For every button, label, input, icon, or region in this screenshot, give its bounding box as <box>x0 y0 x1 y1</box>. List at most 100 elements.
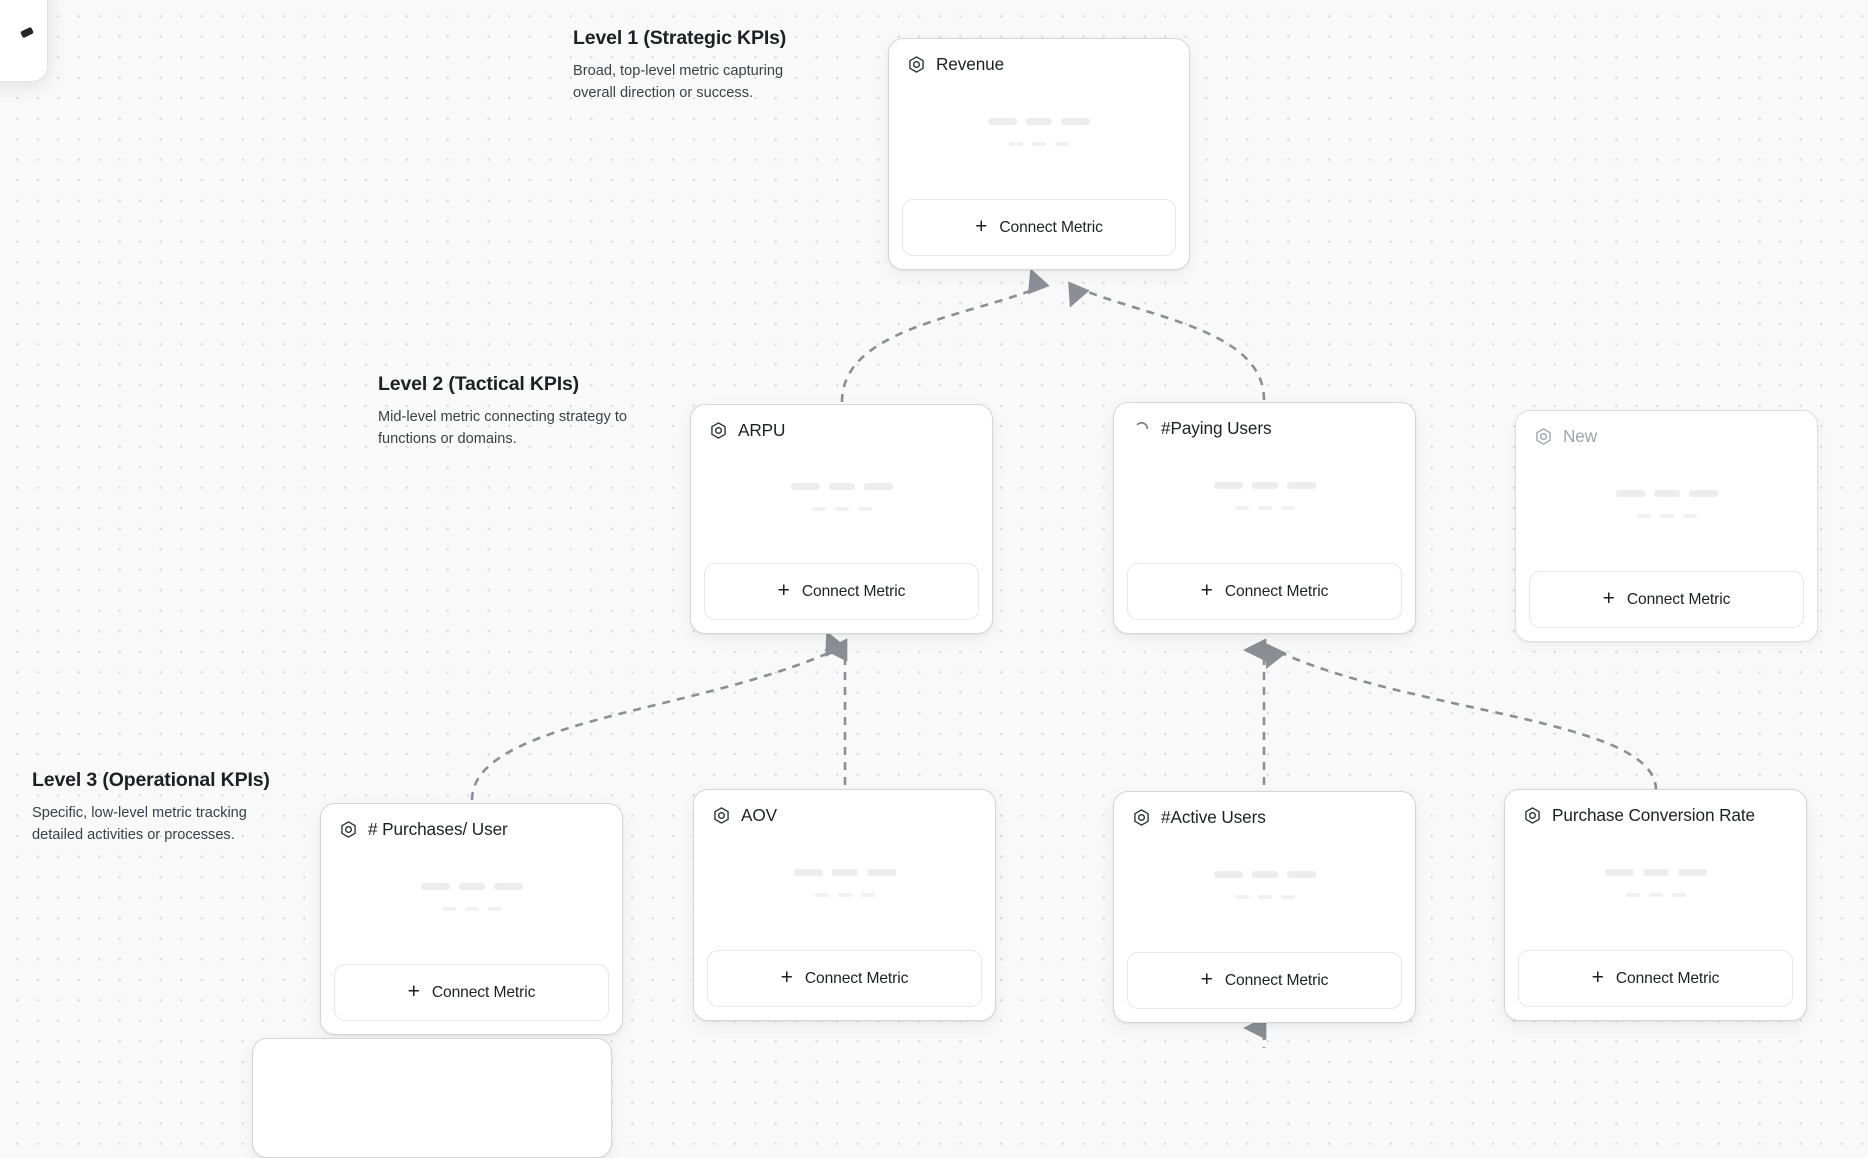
skeleton-row-secondary <box>1009 141 1069 146</box>
skeleton-bar <box>1286 870 1316 878</box>
level-2-annotation: Level 2 (Tactical KPIs) Mid-level metric… <box>378 372 633 451</box>
level-2-title: Level 2 (Tactical KPIs) <box>378 373 580 395</box>
connect-metric-button[interactable]: + Connect Metric <box>1518 950 1793 1007</box>
level-1-annotation: Level 1 (Strategic KPIs) Broad, top-leve… <box>573 26 828 105</box>
skeleton-bar <box>493 882 523 890</box>
skeleton-bar <box>1257 505 1272 510</box>
connect-metric-label: Connect Metric <box>1224 582 1329 600</box>
card-title: #Paying Users <box>1161 418 1272 439</box>
skeleton-bar <box>1234 894 1249 899</box>
skeleton-bar <box>1009 141 1023 146</box>
card-body-placeholder <box>1127 827 1402 952</box>
metric-card-active-users[interactable]: #Active Users + Connect Metric <box>1113 791 1416 1023</box>
level-3-description: Specific, low-level metric tracking deta… <box>32 805 247 843</box>
skeleton-bar <box>1682 513 1697 518</box>
skeleton-bar <box>1251 481 1278 489</box>
connect-metric-button[interactable]: + Connect Metric <box>1127 563 1402 620</box>
skeleton-row-secondary <box>1625 892 1686 897</box>
card-body-placeholder <box>902 74 1176 199</box>
plus-icon: + <box>1200 968 1213 991</box>
connect-metric-label: Connect Metric <box>431 983 536 1001</box>
skeleton-row-primary <box>420 882 523 890</box>
connect-metric-button[interactable]: + Connect Metric <box>1127 952 1402 1009</box>
card-header: ARPU <box>704 419 979 440</box>
card-header: #Paying Users <box>1127 417 1402 438</box>
card-title: New <box>1563 426 1598 447</box>
card-title: Purchase Conversion Rate <box>1552 805 1756 826</box>
skeleton-bar <box>1615 489 1645 497</box>
skeleton-row-primary <box>1213 481 1316 489</box>
skeleton-bar <box>811 506 826 511</box>
plus-icon: + <box>1602 587 1615 610</box>
skeleton-bar <box>828 482 855 490</box>
connect-metric-label: Connect Metric <box>801 582 906 600</box>
hexagon-metric-icon <box>341 821 356 838</box>
skeleton-bar <box>793 868 823 876</box>
floating-toolbar-panel[interactable] <box>0 0 48 82</box>
connect-metric-label: Connect Metric <box>804 969 909 987</box>
skeleton-bar <box>1636 513 1651 518</box>
card-body-placeholder <box>334 839 609 964</box>
skeleton-bar <box>1055 141 1069 146</box>
plus-icon: + <box>1591 966 1604 989</box>
level-2-description: Mid-level metric connecting strategy to … <box>378 409 628 447</box>
skeleton-bar <box>988 117 1017 125</box>
skeleton-bar <box>1286 481 1316 489</box>
level-3-title: Level 3 (Operational KPIs) <box>32 769 270 791</box>
connect-metric-button[interactable]: + Connect Metric <box>707 950 982 1007</box>
skeleton-row-secondary <box>1234 894 1295 899</box>
card-body-placeholder <box>1529 446 1804 571</box>
connect-metric-label: Connect Metric <box>1224 971 1329 989</box>
cursor-pointer-icon <box>20 26 34 39</box>
skeleton-bar <box>1688 489 1718 497</box>
card-header: Purchase Conversion Rate <box>1518 804 1793 825</box>
skeleton-bar <box>1257 894 1272 899</box>
card-header: #Active Users <box>1127 806 1402 827</box>
connect-metric-button[interactable]: + Connect Metric <box>902 199 1176 256</box>
skeleton-bar <box>1625 892 1640 897</box>
metric-card-offscreen-bottom[interactable] <box>252 1038 612 1158</box>
skeleton-row-secondary <box>1234 505 1295 510</box>
skeleton-bar <box>487 906 502 911</box>
level-3-annotation: Level 3 (Operational KPIs) Specific, low… <box>32 768 287 847</box>
metric-card-aov[interactable]: AOV + Connect Metric <box>693 789 996 1021</box>
metric-card-revenue[interactable]: Revenue + Connect Metric <box>888 38 1190 270</box>
metric-card-paying-users[interactable]: #Paying Users + Connect Metric <box>1113 402 1416 634</box>
skeleton-bar <box>1061 117 1090 125</box>
metric-card-arpu[interactable]: ARPU + Connect Metric <box>690 404 993 634</box>
skeleton-bar <box>831 868 858 876</box>
hexagon-metric-icon <box>1134 809 1149 826</box>
metric-card-new[interactable]: New + Connect Metric <box>1515 410 1818 642</box>
connect-metric-button[interactable]: + Connect Metric <box>704 563 979 620</box>
loading-spinner-icon <box>1136 422 1149 430</box>
skeleton-bar <box>1648 892 1663 897</box>
skeleton-bar <box>1653 489 1680 497</box>
skeleton-bar <box>814 892 829 897</box>
skeleton-bar <box>1677 868 1707 876</box>
skeleton-bar <box>866 868 896 876</box>
connect-metric-button[interactable]: + Connect Metric <box>334 964 609 1021</box>
metric-card-purchase-conversion-rate[interactable]: Purchase Conversion Rate + Connect Metri… <box>1504 789 1807 1021</box>
connect-metric-button[interactable]: + Connect Metric <box>1529 571 1804 628</box>
card-body-placeholder <box>1127 438 1402 563</box>
connect-metric-label: Connect Metric <box>1626 590 1731 608</box>
card-body-placeholder <box>704 440 979 563</box>
metric-card-purchases-per-user[interactable]: # Purchases/ User + Connect Metric <box>320 803 623 1035</box>
skeleton-bar <box>441 906 456 911</box>
hexagon-metric-icon <box>909 56 924 73</box>
plus-icon: + <box>407 980 420 1003</box>
skeleton-bar <box>790 482 820 490</box>
skeleton-row-primary <box>793 868 896 876</box>
card-body-placeholder <box>707 825 982 950</box>
plus-icon: + <box>780 966 793 989</box>
skeleton-bar <box>860 892 875 897</box>
skeleton-bar <box>834 506 849 511</box>
skeleton-row-primary <box>988 117 1090 125</box>
card-title: ARPU <box>738 420 786 441</box>
skeleton-bar <box>863 482 893 490</box>
card-header: New <box>1529 425 1804 446</box>
level-1-description: Broad, top-level metric capturing overal… <box>573 63 784 101</box>
card-header: Revenue <box>902 53 1176 74</box>
connect-metric-label: Connect Metric <box>999 218 1103 236</box>
connect-metric-label: Connect Metric <box>1615 969 1720 987</box>
